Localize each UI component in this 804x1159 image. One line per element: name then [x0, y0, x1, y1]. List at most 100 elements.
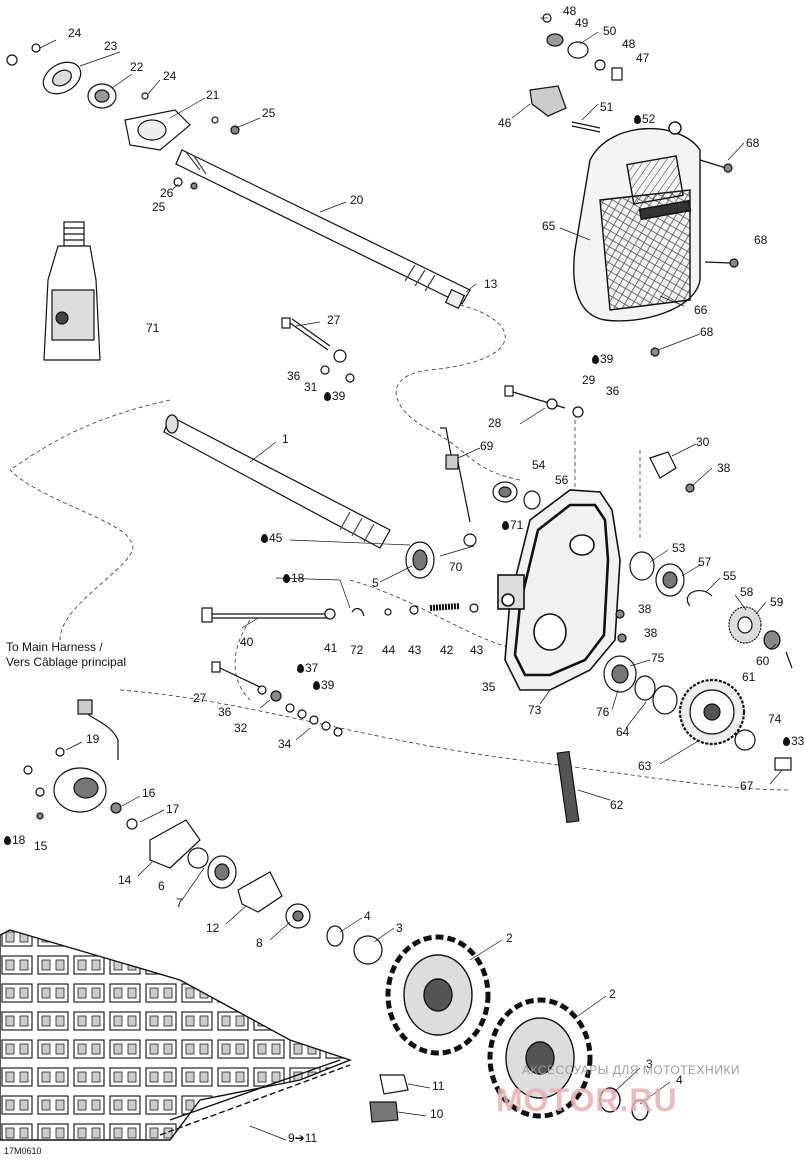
part-number: 56: [555, 473, 569, 487]
part-number: 68: [746, 136, 760, 150]
part-callout-2a: 2: [506, 932, 513, 944]
part-callout-33: 33: [783, 735, 804, 747]
droplet-icon: [297, 664, 304, 673]
bearing-rings: [492, 481, 541, 510]
part-callout-35: 35: [482, 681, 495, 693]
part-number: 36: [606, 384, 620, 398]
part-number: 43: [470, 643, 484, 657]
part-callout-18b: 18: [4, 834, 25, 846]
part-number: 27: [327, 313, 341, 327]
part-number: 7: [176, 896, 183, 910]
bolt-27-lower: [211, 661, 343, 737]
part-callout-63: 63: [638, 760, 651, 772]
part-number: 13: [484, 277, 498, 291]
speed-sensor-assembly: [23, 699, 119, 820]
part-callout-39c: 39: [313, 679, 334, 691]
part-callout-68c: 68: [700, 326, 713, 338]
droplet-icon: [261, 534, 268, 543]
part-number: 58: [740, 585, 754, 599]
part-number: 45: [269, 531, 283, 545]
part-callout-43b: 43: [470, 644, 483, 656]
part-callout-54: 54: [532, 459, 545, 471]
part-callout-3b: 3: [646, 1058, 653, 1070]
harness-note-line2: Vers Câblage principal: [6, 655, 127, 669]
part-callout-3a: 3: [396, 922, 403, 934]
bearing-flange-assembly: [110, 802, 383, 965]
part-number: 76: [596, 705, 610, 719]
part-callout-13: 13: [484, 278, 497, 290]
part-callout-11: 11: [432, 1080, 444, 1092]
part-callout-19: 19: [86, 733, 99, 745]
part-callout-45: 45: [261, 532, 282, 544]
part-number: 19: [86, 732, 100, 746]
droplet-icon: [634, 115, 641, 124]
part-number: 62: [610, 798, 624, 812]
part-number: 47: [636, 51, 650, 65]
part-callout-25a: 25: [262, 107, 275, 119]
part-number: 74: [768, 712, 782, 726]
part-callout-65: 65: [542, 220, 555, 232]
oil-bottle-71: [43, 221, 101, 361]
part-callout-16: 16: [142, 787, 155, 799]
part-number: 3: [646, 1057, 653, 1071]
part-callout-73: 73: [528, 704, 541, 716]
part-number: 70: [449, 560, 463, 574]
part-callout-15: 15: [34, 840, 47, 852]
part-number: 11: [432, 1079, 445, 1093]
part-callout-20: 20: [350, 194, 363, 206]
part-callout-68b: 68: [754, 234, 767, 246]
part-number: 26: [160, 186, 174, 200]
part-callout-61: 61: [742, 671, 755, 683]
bolt-27-upper: [281, 317, 355, 383]
part-number: 53: [672, 541, 686, 555]
part-callout-71: 71: [146, 322, 159, 334]
part-number: 36: [218, 705, 232, 719]
droplet-icon: [592, 355, 599, 364]
part-callout-52: 52: [634, 113, 655, 125]
part-number: 32: [234, 721, 248, 735]
part-number: 41: [324, 641, 338, 655]
part-number: 64: [616, 725, 630, 739]
part-callout-27a: 27: [327, 314, 340, 326]
leader-lines: [39, 17, 783, 1141]
part-number: 4: [364, 909, 371, 923]
part-number: 28: [488, 416, 502, 430]
part-number: 22: [130, 60, 144, 74]
part-number: 24: [68, 26, 82, 40]
part-number: 2: [609, 987, 616, 1001]
part-callout-39a: 39: [324, 390, 345, 402]
part-callout-18a: 18: [283, 572, 304, 584]
part-number: 52: [642, 112, 656, 126]
part-number: 31: [304, 380, 318, 394]
part-callout-58: 58: [740, 586, 753, 598]
part-callout-62: 62: [610, 799, 623, 811]
part-number: 44: [382, 643, 396, 657]
part-callout-38c: 38: [644, 627, 657, 639]
part-callout-31: 31: [304, 381, 317, 393]
part-callout-24b: 24: [163, 70, 176, 82]
part-number: 24: [163, 69, 177, 83]
part-callout-21: 21: [206, 89, 219, 101]
part-callout-34: 34: [278, 738, 291, 750]
part-number: 23: [104, 39, 118, 53]
part-callout-44: 44: [382, 644, 395, 656]
drive-sprockets: [385, 934, 649, 1121]
bolt-28: [504, 385, 584, 418]
part-number: 68: [700, 325, 714, 339]
part-number: 35: [482, 680, 496, 694]
part-number: 73: [528, 703, 542, 717]
part-callout-43a: 43: [408, 644, 421, 656]
part-callout-48b: 48: [622, 38, 635, 50]
part-number: 25: [262, 106, 276, 120]
part-number: 14: [118, 873, 132, 887]
part-callout-40: 40: [240, 636, 253, 648]
part-number: 10: [430, 1107, 444, 1121]
part-number: 48: [622, 37, 636, 51]
part-number: 39: [332, 389, 346, 403]
part-number: 50: [603, 24, 617, 38]
part-number: 65: [542, 219, 556, 233]
part-number: 21: [206, 88, 220, 102]
part-callout-12: 12: [206, 922, 219, 934]
part-number: 27: [193, 691, 207, 705]
